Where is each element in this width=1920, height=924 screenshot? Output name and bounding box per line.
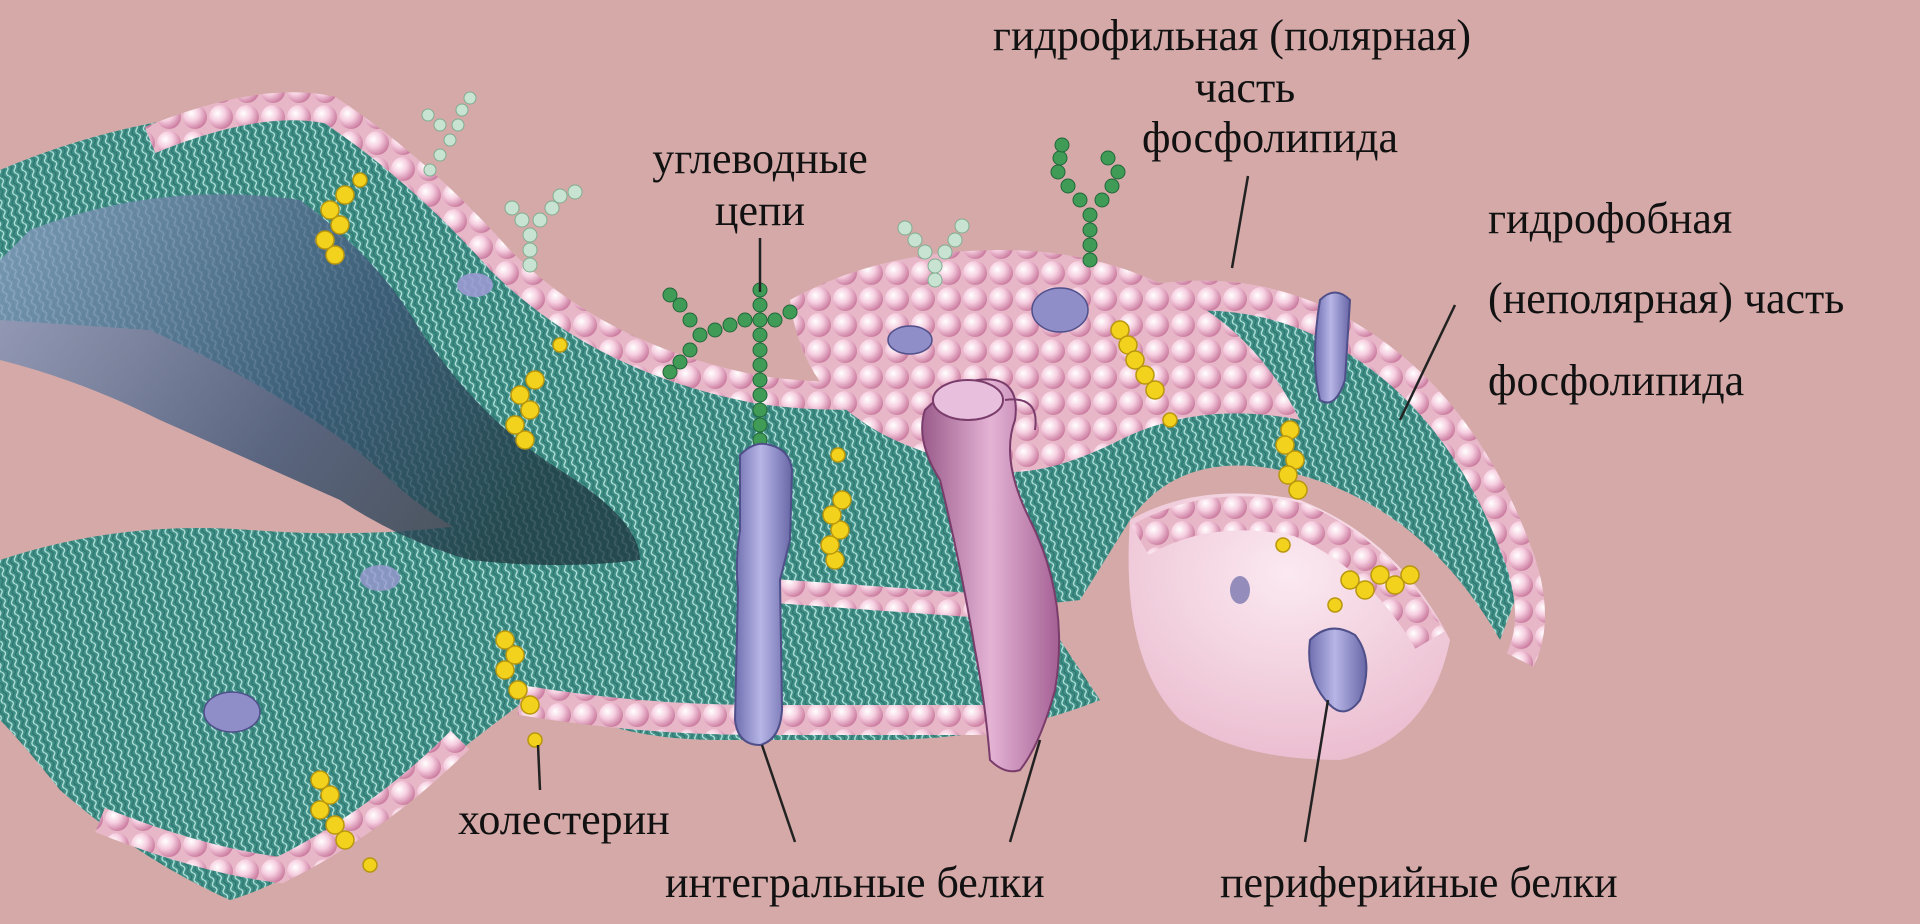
- label-hydrophilic-line1: гидрофильная (полярная): [993, 11, 1471, 60]
- integral-protein-small: [1032, 288, 1088, 332]
- label-carbohydrate-line2: цепи: [715, 186, 805, 235]
- leader-cholesterol: [538, 745, 540, 790]
- label-hydrophobic-line3: фосфолипида: [1488, 356, 1744, 405]
- label-cholesterol: холестерин: [458, 795, 670, 844]
- carbohydrate-chain-right: [1051, 138, 1125, 267]
- leader-hydrophilic: [1232, 176, 1248, 268]
- label-carbohydrate-line1: углеводные: [652, 134, 868, 183]
- label-hydrophobic-line1: гидрофобная: [1488, 194, 1732, 243]
- leader-integral: [762, 745, 795, 842]
- label-hydrophilic-line3: фосфолипида: [1142, 113, 1398, 162]
- label-hydrophobic-line2: (неполярная) часть: [1488, 274, 1844, 323]
- label-peripheral: периферийные белки: [1220, 858, 1618, 907]
- label-integral: интегральные белки: [665, 858, 1045, 907]
- label-hydrophilic-line2: часть: [1195, 63, 1295, 112]
- peripheral-protein-left: [204, 692, 260, 732]
